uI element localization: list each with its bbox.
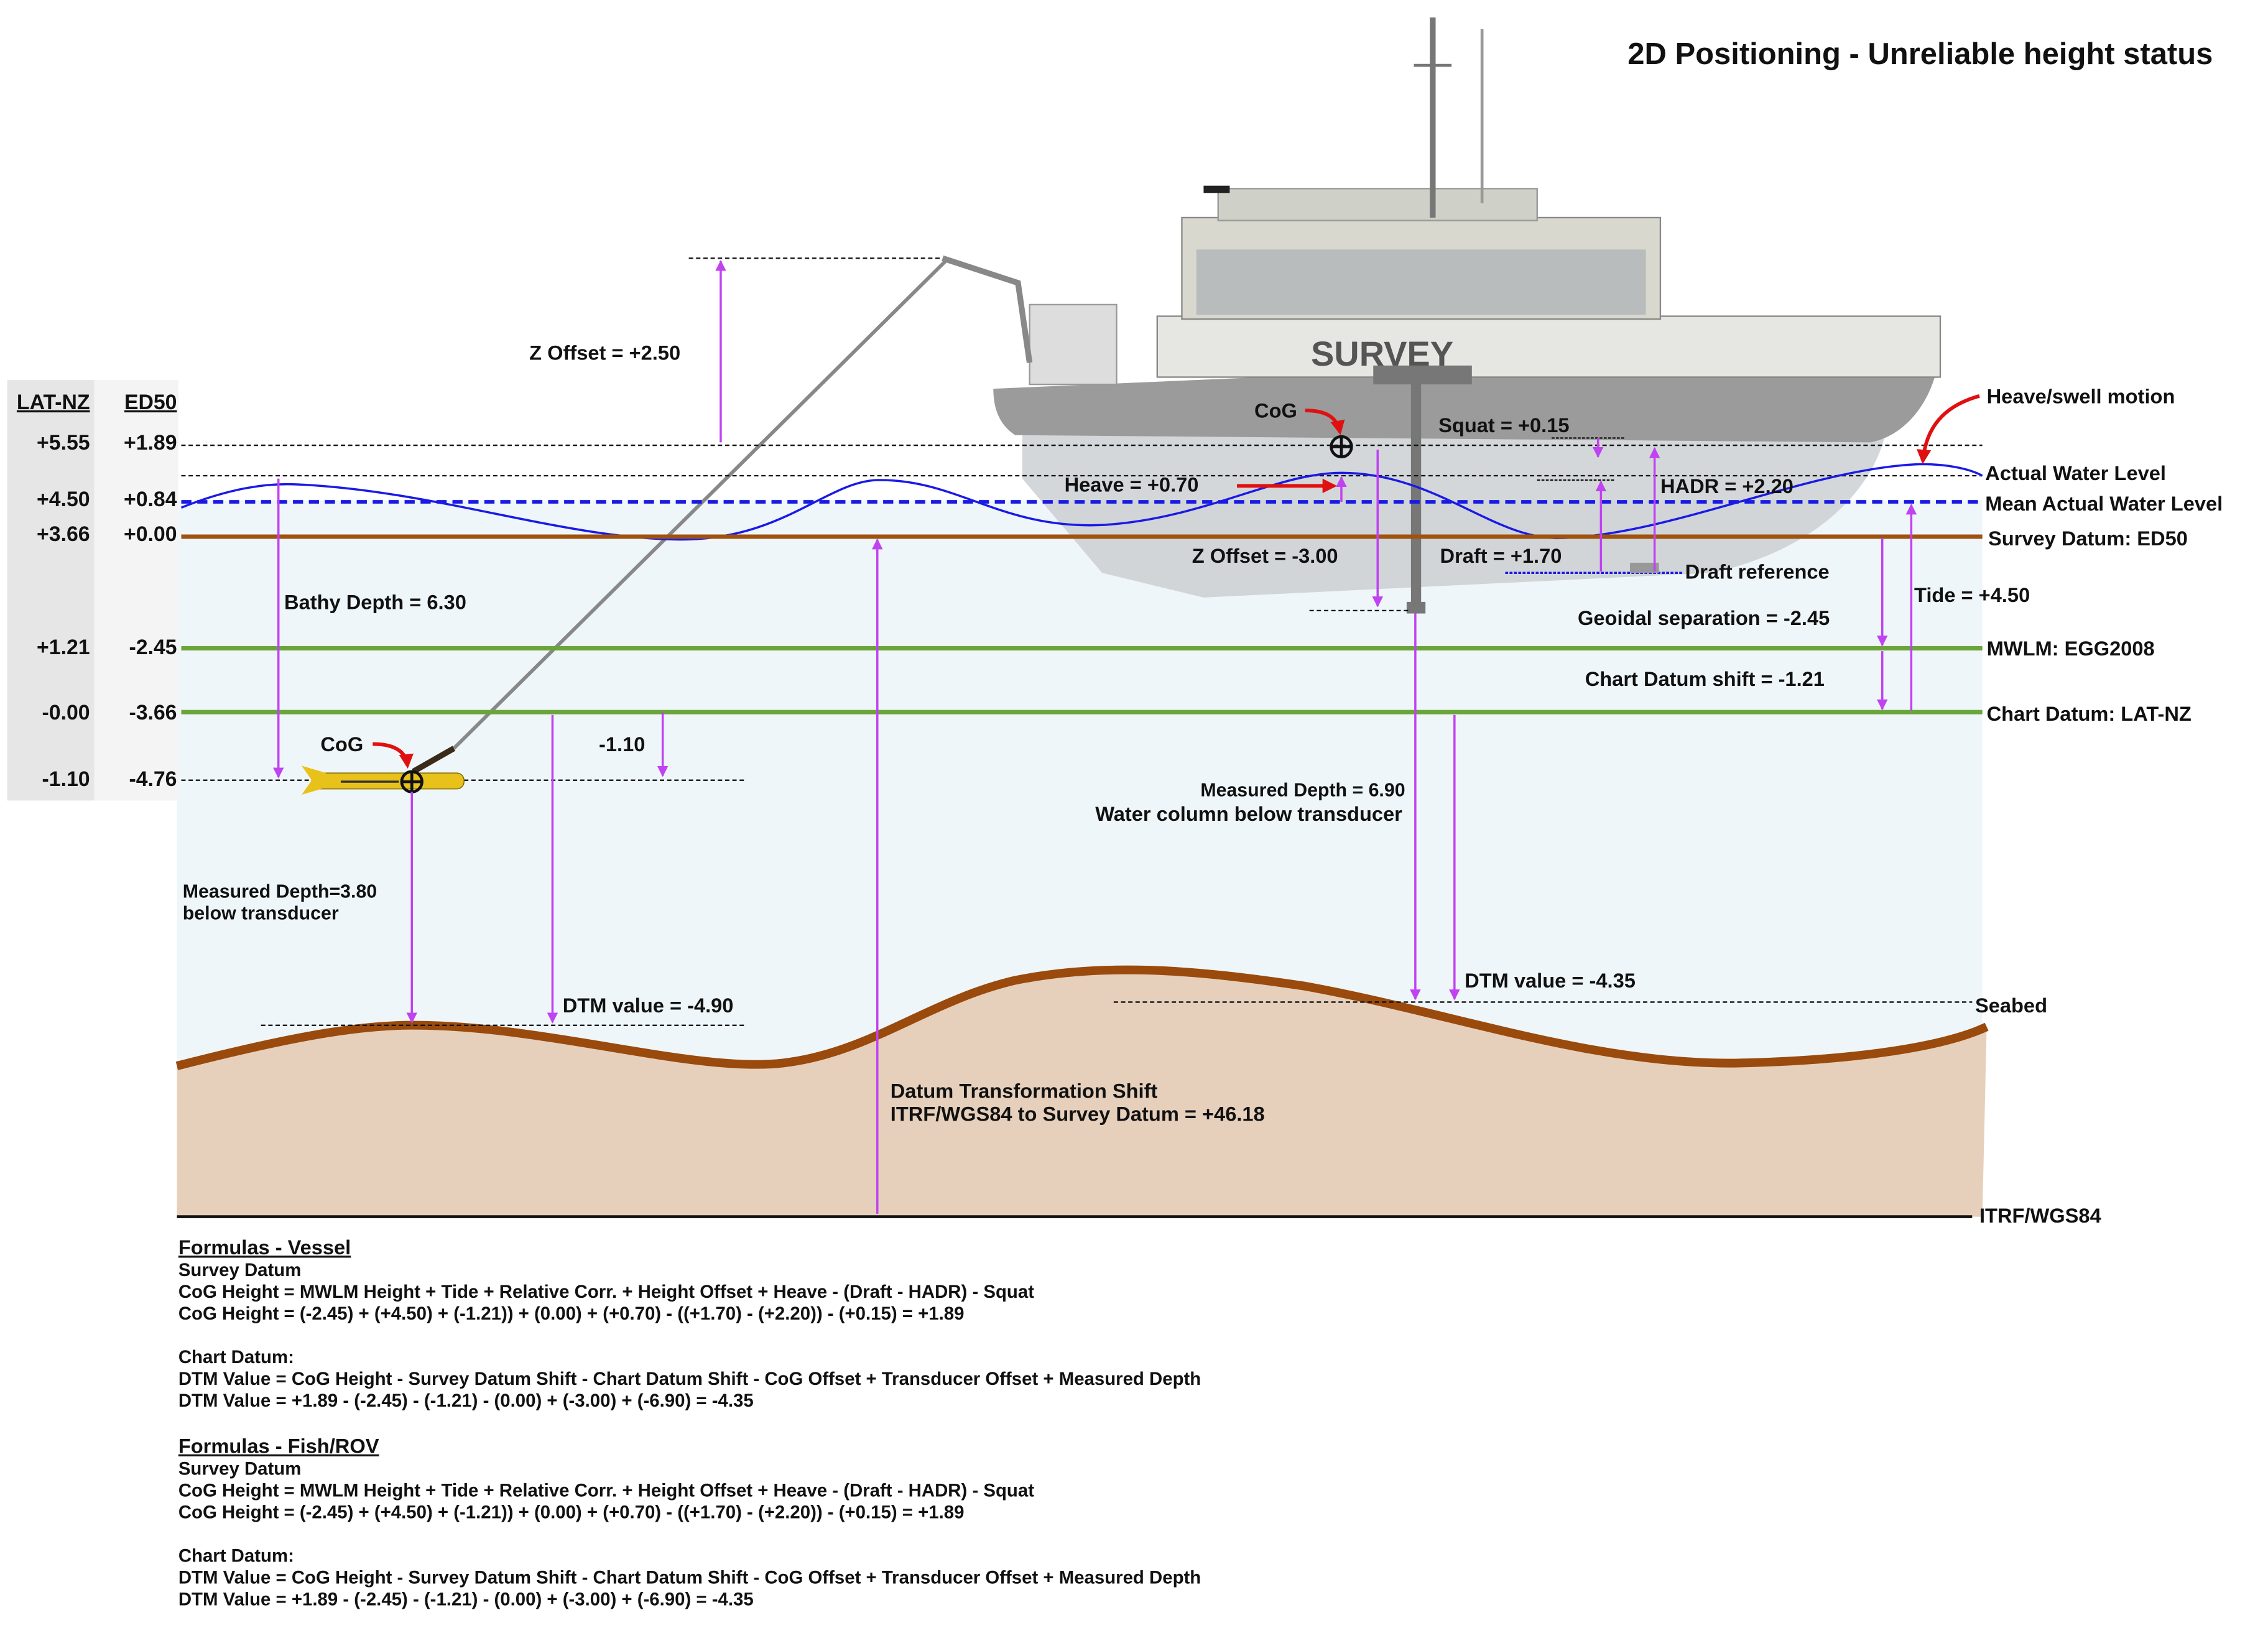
vessel-cog-symbol	[1330, 435, 1353, 459]
formula-line: DTM Value = +1.89 - (-2.45) - (-1.21) - …	[178, 1390, 754, 1411]
table-cell: +1.89	[124, 431, 177, 455]
measurement-arrows	[272, 260, 1917, 1214]
datum-table: LAT-NZ ED50 +5.55 +1.89 +4.50 +0.84 +3.6…	[17, 391, 177, 791]
heave-label: Heave = +0.70	[1065, 473, 1199, 496]
mwlm-label: MWLM: EGG2008	[1987, 637, 2155, 660]
draft-label: Draft = +1.70	[1440, 544, 1562, 567]
seabed-line	[175, 965, 1989, 1070]
formula-line: Survey Datum	[178, 1459, 302, 1479]
dtm-fish-label: DTM value = -4.90	[563, 994, 734, 1017]
actual-water-level-label: Actual Water Level	[1985, 461, 2166, 484]
table-header-ed50: ED50	[124, 391, 177, 414]
fish-cog-symbol	[400, 770, 424, 793]
geoidal-separation-label: Geoidal separation = -2.45	[1578, 606, 1830, 629]
formula-line: DTM Value = CoG Height - Survey Datum Sh…	[178, 1369, 1201, 1389]
table-cell: -2.45	[129, 636, 177, 659]
tow-cable	[452, 259, 947, 750]
formulas-vessel: Formulas - Vessel Survey Datum CoG Heigh…	[178, 1236, 1201, 1411]
squat-label: Squat = +0.15	[1438, 414, 1569, 437]
formula-line: CoG Height = MWLM Height + Tide + Relati…	[178, 1481, 1034, 1501]
itrf-label: ITRF/WGS84	[1979, 1204, 2101, 1227]
fish-cog-pointer	[373, 742, 414, 769]
table-cell: +0.84	[124, 488, 177, 511]
transducer-head	[1406, 601, 1426, 614]
draft-reference-label: Draft reference	[1685, 560, 1830, 583]
table-cell: +5.55	[37, 431, 90, 455]
below-transducer-label: below transducer	[183, 904, 339, 924]
table-header-lat: LAT-NZ	[17, 391, 90, 414]
water-column-label: Water column below transducer	[1095, 802, 1402, 825]
level-labels: Heave/swell motion Actual Water Level Me…	[1975, 384, 2223, 1226]
fish-cog-label: CoG	[320, 733, 363, 756]
z-offset-fish-label: Z Offset = +2.50	[529, 341, 680, 364]
heave-swell-label: Heave/swell motion	[1987, 384, 2175, 407]
survey-vessel: SURVEY	[993, 17, 1942, 598]
datum-table-lat-column	[7, 380, 95, 801]
formulas-fish: Formulas - Fish/ROV Survey Datum CoG Hei…	[178, 1435, 1201, 1610]
mean-actual-water-level-label: Mean Actual Water Level	[1985, 492, 2223, 515]
annotations: Z Offset = +2.50 CoG Squat = +0.15 Heave…	[183, 341, 2030, 1125]
bathy-depth-label: Bathy Depth = 6.30	[284, 591, 466, 614]
draft-reference-marker	[1629, 562, 1659, 573]
dtm-vessel-label: DTM value = -4.35	[1465, 969, 1636, 992]
towfish	[302, 746, 465, 795]
wave-line	[180, 463, 1983, 541]
table-cell: -0.00	[42, 701, 90, 724]
measured-depth-fish-label: Measured Depth=3.80	[183, 882, 377, 902]
formula-line: CoG Height = (-2.45) + (+4.50) + (-1.21)…	[178, 1303, 965, 1324]
formula-line: Chart Datum:	[178, 1347, 294, 1367]
table-cell: +0.00	[124, 522, 177, 546]
formula-line: CoG Height = (-2.45) + (+4.50) + (-1.21)…	[178, 1502, 965, 1523]
fish-offset-label: -1.10	[599, 733, 645, 756]
vessel-cog-pointer	[1305, 409, 1345, 435]
measured-depth-vessel-label: Measured Depth = 6.90	[1200, 780, 1405, 800]
pointer-arrows	[373, 394, 1980, 769]
formula-line: DTM Value = +1.89 - (-2.45) - (-1.21) - …	[178, 1589, 754, 1610]
table-cell: -3.66	[129, 701, 177, 724]
datum-shift-label: Datum Transformation Shift	[891, 1079, 1158, 1102]
formula-line: DTM Value = CoG Height - Survey Datum Sh…	[178, 1568, 1201, 1588]
hadr-label: HADR = +2.20	[1660, 474, 1794, 497]
transducer-pole-mount	[1373, 365, 1472, 385]
survey-datum-label: Survey Datum: ED50	[1988, 527, 2188, 550]
formula-line: Chart Datum:	[178, 1546, 294, 1566]
seabed-label: Seabed	[1975, 994, 2047, 1017]
z-offset-vessel-label: Z Offset = -3.00	[1192, 544, 1338, 567]
transducer-pole	[1410, 369, 1422, 609]
vessel-cog-label: CoG	[1254, 399, 1297, 422]
formula-line: CoG Height = MWLM Height + Tide + Relati…	[178, 1282, 1034, 1302]
davit-arm	[942, 255, 1033, 363]
table-cell: +1.21	[37, 636, 90, 659]
heave-swell-pointer	[1917, 394, 1980, 465]
seabed	[177, 969, 1987, 1217]
formula-line: Survey Datum	[178, 1260, 302, 1280]
table-cell: +4.50	[37, 488, 90, 511]
formulas-fish-heading: Formulas - Fish/ROV	[178, 1435, 379, 1458]
formulas-vessel-heading: Formulas - Vessel	[178, 1236, 351, 1259]
datum-table-ed50-column	[94, 380, 178, 801]
chart-datum-shift-label: Chart Datum shift = -1.21	[1585, 667, 1825, 690]
chart-datum-label: Chart Datum: LAT-NZ	[1987, 702, 2192, 725]
table-cell: +3.66	[37, 522, 90, 546]
table-cell: -1.10	[42, 767, 90, 791]
table-cell: -4.76	[129, 767, 177, 791]
tide-label: Tide = +4.50	[1914, 583, 2030, 606]
datum-shift-value-label: ITRF/WGS84 to Survey Datum = +46.18	[891, 1103, 1265, 1126]
diagram-title: 2D Positioning - Unreliable height statu…	[1627, 37, 2213, 71]
